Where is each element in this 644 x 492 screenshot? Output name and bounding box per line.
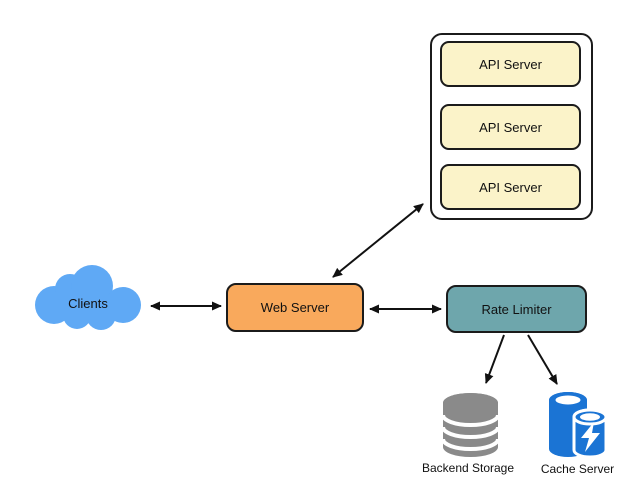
clients-cloud (35, 265, 141, 330)
lightning-bolt-icon (581, 422, 600, 452)
arrow-ratelimiter-cacheserver (527, 334, 558, 385)
api-server-label: API Server (479, 119, 542, 135)
api-cluster-container: API Server API Server API Server (430, 33, 593, 220)
web-server-label: Web Server (260, 300, 330, 315)
rate-limiter-node: Rate Limiter (446, 285, 587, 333)
api-server-node: API Server (440, 104, 581, 150)
arrow-webserver-apicluster (332, 203, 424, 278)
api-server-node: API Server (440, 41, 581, 87)
rate-limiter-label: Rate Limiter (481, 301, 552, 317)
api-server-label: API Server (479, 56, 542, 72)
api-server-node: API Server (440, 164, 581, 210)
api-server-label: API Server (479, 179, 542, 195)
backend-storage-label: Backend Storage (421, 461, 515, 475)
cache-database-icon (549, 392, 608, 459)
clients-label: Clients (68, 296, 108, 311)
database-icon (443, 393, 498, 457)
arrow-ratelimiter-backendstorage (484, 334, 505, 384)
cache-server-label: Cache Server (540, 462, 615, 476)
web-server-node: Web Server (226, 283, 364, 332)
